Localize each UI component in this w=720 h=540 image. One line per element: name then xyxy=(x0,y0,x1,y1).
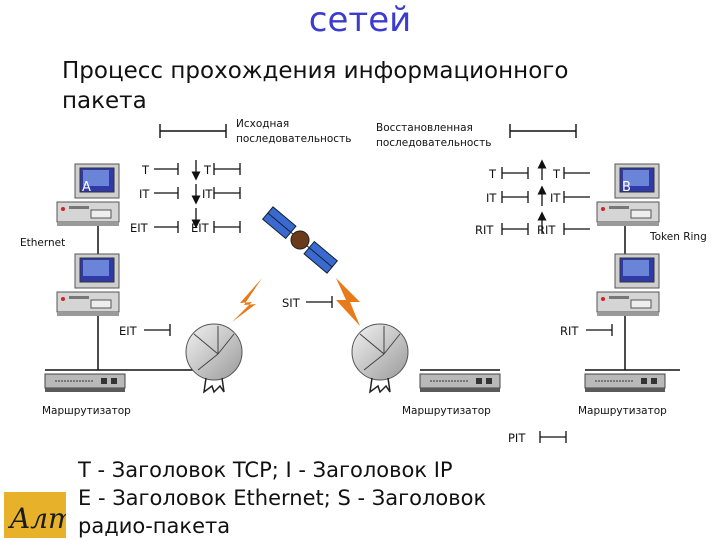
right-row1-right: T xyxy=(552,167,561,181)
router-right xyxy=(584,373,666,393)
packet-rit-marker xyxy=(586,324,613,336)
router-left-label: Маршрутизатор xyxy=(42,405,131,417)
right-sequence-title-1: Восстановленная xyxy=(376,122,473,134)
right-row3-right: RIT xyxy=(537,223,556,237)
right-row3-left: RIT xyxy=(475,223,494,237)
left-sequence-title-1: Исходная xyxy=(236,118,289,130)
packet-pit-marker xyxy=(539,431,567,443)
packet-eit-label: EIT xyxy=(119,324,138,338)
slide-title: сетей xyxy=(308,0,412,40)
packet-pit-label: PIT xyxy=(508,431,526,445)
router-left xyxy=(44,373,126,393)
slide-subtitle: Процесс прохождения информационного паке… xyxy=(62,58,569,114)
left-sequence-title-2: последовательность xyxy=(236,133,351,145)
network-cables xyxy=(45,222,680,371)
left-row3-left: EIT xyxy=(130,221,149,235)
logo-text: Aлт xyxy=(7,502,66,535)
left-row3-right: EIT xyxy=(191,221,210,235)
right-sequence-bar xyxy=(509,124,577,138)
right-row2-left: IT xyxy=(486,191,497,205)
left-row2-right: IT xyxy=(202,187,213,201)
legend-line-1: T - Заголовок TCP; I - Заголовок IP xyxy=(78,458,453,482)
radio-link-right-icon xyxy=(336,278,360,326)
computer-b xyxy=(596,163,660,227)
satellite-dish-left xyxy=(185,323,243,393)
packet-sit-label: SIT xyxy=(282,296,301,310)
satellite-dish-right xyxy=(351,323,409,393)
computer-right-gateway xyxy=(596,253,660,317)
computer-b-label: B xyxy=(622,180,631,195)
router-middle xyxy=(419,373,501,393)
computer-a-label: A xyxy=(82,180,91,195)
left-row1-left: T xyxy=(141,163,150,177)
packet-sit-marker xyxy=(306,296,333,308)
legend-line-2: E - Заголовок Ethernet; S - Заголовок xyxy=(78,486,487,510)
right-row2-right: IT xyxy=(550,191,561,205)
router-right-label: Маршрутизатор xyxy=(578,405,667,417)
satellite-icon xyxy=(261,206,339,274)
computer-a xyxy=(56,163,120,227)
right-header-stack xyxy=(501,159,590,235)
company-logo: Aлт xyxy=(4,492,66,538)
left-header-stack xyxy=(154,160,241,233)
packet-rit-label: RIT xyxy=(560,324,579,338)
left-row2-left: IT xyxy=(139,187,150,201)
legend: T - Заголовок TCP; I - Заголовок IP E - … xyxy=(78,456,486,540)
radio-link-left-icon xyxy=(232,278,262,322)
legend-line-3: радио-пакета xyxy=(78,514,231,538)
left-sequence-bar xyxy=(159,124,227,138)
left-row1-right: T xyxy=(203,163,212,177)
ethernet-label: Ethernet xyxy=(20,237,65,249)
token-ring-label: Token Ring xyxy=(649,231,707,243)
packet-eit-marker xyxy=(144,324,171,336)
computer-left-gateway xyxy=(56,253,120,317)
right-row1-left: T xyxy=(488,167,497,181)
right-sequence-title-2: последовательность xyxy=(376,137,491,149)
router-middle-label: Маршрутизатор xyxy=(402,405,491,417)
